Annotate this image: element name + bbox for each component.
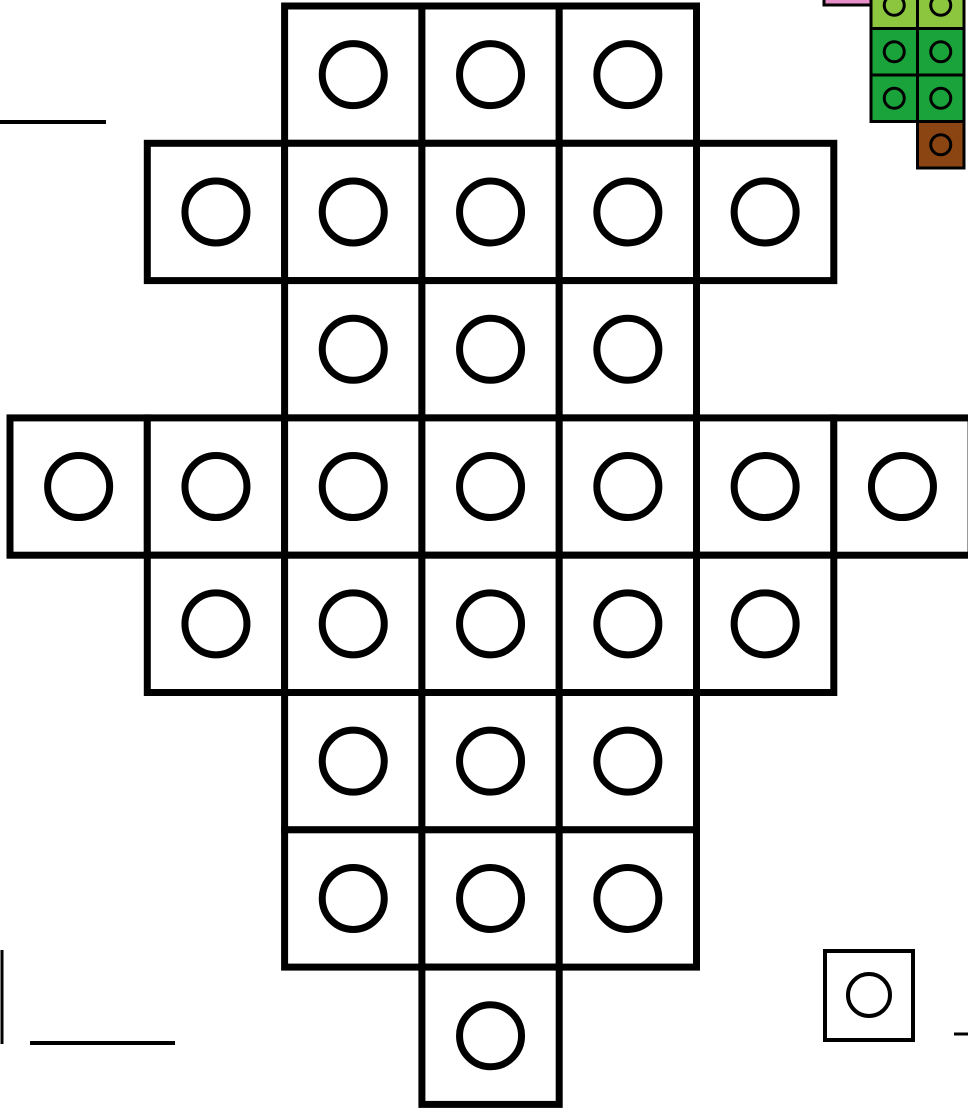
cube-cell — [559, 6, 696, 143]
thumbnail-cube-lime — [918, 0, 965, 29]
cube-cell — [285, 143, 422, 280]
thumbnail-cube-lime — [871, 0, 918, 29]
thumbnail-cube-green — [918, 29, 965, 76]
cube-cell — [422, 281, 559, 418]
cube-cell — [285, 830, 422, 967]
thumbnail-cube-green — [871, 29, 918, 76]
pink-cube — [824, 0, 874, 5]
cube-cell — [285, 418, 422, 555]
thumbnail-cube-brown — [918, 122, 965, 169]
cube-cell — [422, 693, 559, 830]
cube-cell — [697, 555, 834, 692]
thumbnail-cube-green — [871, 75, 918, 122]
cube-cell — [147, 555, 284, 692]
cube-cell — [147, 418, 284, 555]
cube-cell — [834, 418, 968, 555]
cube-cell — [559, 693, 696, 830]
cube-cell — [285, 6, 422, 143]
cube-cell — [559, 418, 696, 555]
cube-cell — [147, 143, 284, 280]
cube-cell — [285, 693, 422, 830]
cube-cell — [697, 143, 834, 280]
single-cube-icon — [825, 951, 913, 1040]
cube-grid — [10, 6, 968, 1104]
cube-cell — [422, 143, 559, 280]
cube-cell — [559, 281, 696, 418]
cube-cell — [422, 418, 559, 555]
cube-cell — [285, 281, 422, 418]
cube-cell — [285, 555, 422, 692]
thumbnail-cube-green — [918, 75, 965, 122]
cube-cell — [422, 830, 559, 967]
cube-cell — [559, 143, 696, 280]
cube-cell — [10, 418, 147, 555]
tree-thumbnail — [824, 0, 964, 168]
cube-cell — [422, 6, 559, 143]
cube-cell — [422, 967, 559, 1104]
cube-cell — [559, 830, 696, 967]
cube-cell — [422, 555, 559, 692]
cube-cell — [697, 418, 834, 555]
cube-cell — [559, 555, 696, 692]
